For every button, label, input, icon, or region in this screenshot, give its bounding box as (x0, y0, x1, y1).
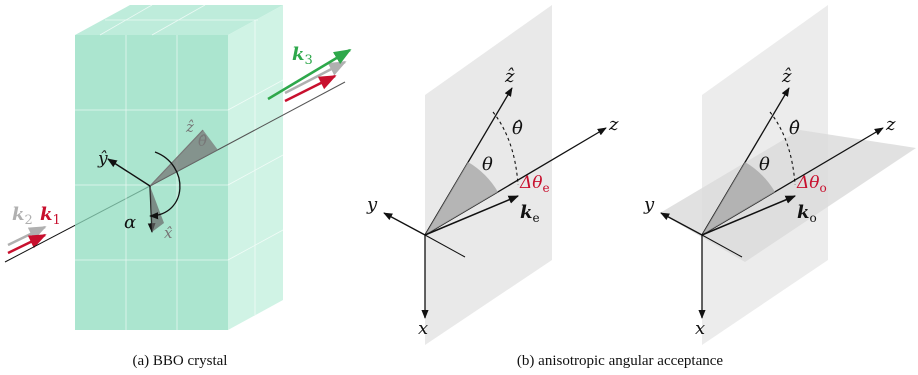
y-label-left: y (366, 194, 378, 215)
delta-theta-o-label: Δθo (796, 173, 827, 195)
z-hat-label-left: ẑ (504, 66, 515, 87)
k3-beam-out (267, 48, 352, 101)
x-hat-wedge (150, 186, 164, 232)
k2-beam-out (284, 60, 347, 95)
k2-beam-in (7, 225, 47, 247)
theta-sector-left (425, 162, 498, 235)
alpha-label: α (124, 212, 136, 233)
plane-xz-left (425, 5, 552, 345)
delta-theta-e-label: Δθe (519, 173, 550, 195)
k-o-vector (701, 195, 796, 236)
theta-hat-label-left: θ̂ (512, 118, 523, 139)
k-e-vector (424, 195, 519, 236)
panel-b-left: ẑ θ̂ θ z y x Δθe ke (366, 5, 619, 345)
k-o-label: ko (797, 202, 817, 225)
alpha-rotation-arc (149, 151, 181, 220)
theta-hat-label-right: θ̂ (789, 118, 800, 139)
z-hat-label: ẑ (185, 118, 194, 136)
theta-hat-arc-right (769, 111, 796, 186)
z-hat-label-right: ẑ (781, 66, 792, 87)
k-e-label: ke (520, 202, 540, 225)
k1-label: k1 (40, 204, 61, 228)
panel-a: k2 k1 k3 ŷ ẑ θ̂ x̂ α (a) BBO crystal (4, 4, 352, 369)
x-hat-label: x̂ (164, 224, 173, 242)
theta-wedge (150, 130, 218, 186)
y-hat-axis (107, 158, 151, 187)
y-axis-ext-right (701, 234, 743, 258)
panel-b-right: ẑ θ̂ θ z y x Δθo ko (643, 5, 916, 345)
y-axis-left (383, 212, 426, 236)
theta-hat-label: θ̂ (198, 132, 207, 150)
k1-beam-out (284, 74, 337, 103)
z-label-right: z (885, 114, 896, 135)
k2-label: k2 (12, 204, 33, 228)
y-hat-label: ŷ (97, 149, 108, 169)
x-label-right: x (695, 318, 705, 339)
theta-hat-arc-left (492, 111, 519, 186)
caption-b: (b) anisotropic angular acceptance (517, 353, 723, 369)
y-axis-ext-left (424, 234, 466, 258)
theta-label-left: θ (482, 154, 493, 175)
x-label-left: x (418, 318, 428, 339)
theta-sector-right (702, 162, 775, 235)
caption-a: (a) BBO crystal (133, 353, 228, 369)
k3-label: k3 (292, 44, 313, 68)
z-hat-axis (149, 129, 204, 187)
y-label-right: y (643, 194, 655, 215)
z-label-left: z (608, 114, 619, 135)
y-axis-right (660, 212, 703, 236)
k1-beam-in (7, 233, 47, 255)
theta-label-right: θ (759, 154, 770, 175)
crystal-front (75, 35, 228, 330)
crystal-side (228, 5, 283, 330)
